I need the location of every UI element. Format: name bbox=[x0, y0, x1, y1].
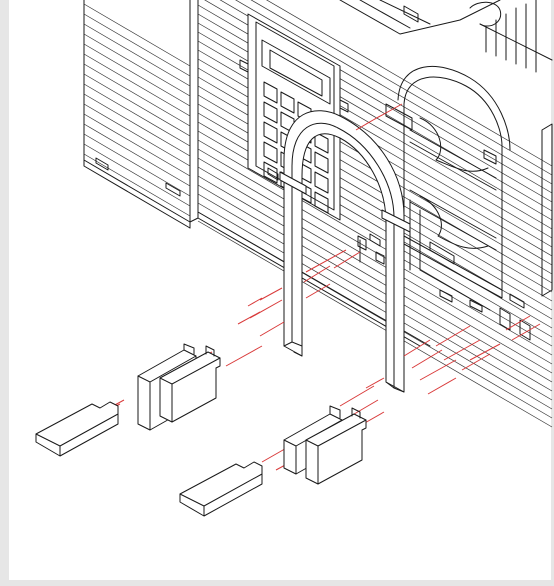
rear-right-block bbox=[305, 407, 367, 485]
pad-right bbox=[179, 461, 263, 517]
left-margin bbox=[0, 0, 9, 586]
roof-trim bbox=[339, 0, 553, 73]
rear-left-block bbox=[159, 345, 221, 423]
pad-left bbox=[35, 401, 119, 457]
bottom-margin bbox=[0, 580, 554, 586]
right-margin bbox=[551, 0, 554, 586]
arch bbox=[279, 110, 411, 393]
